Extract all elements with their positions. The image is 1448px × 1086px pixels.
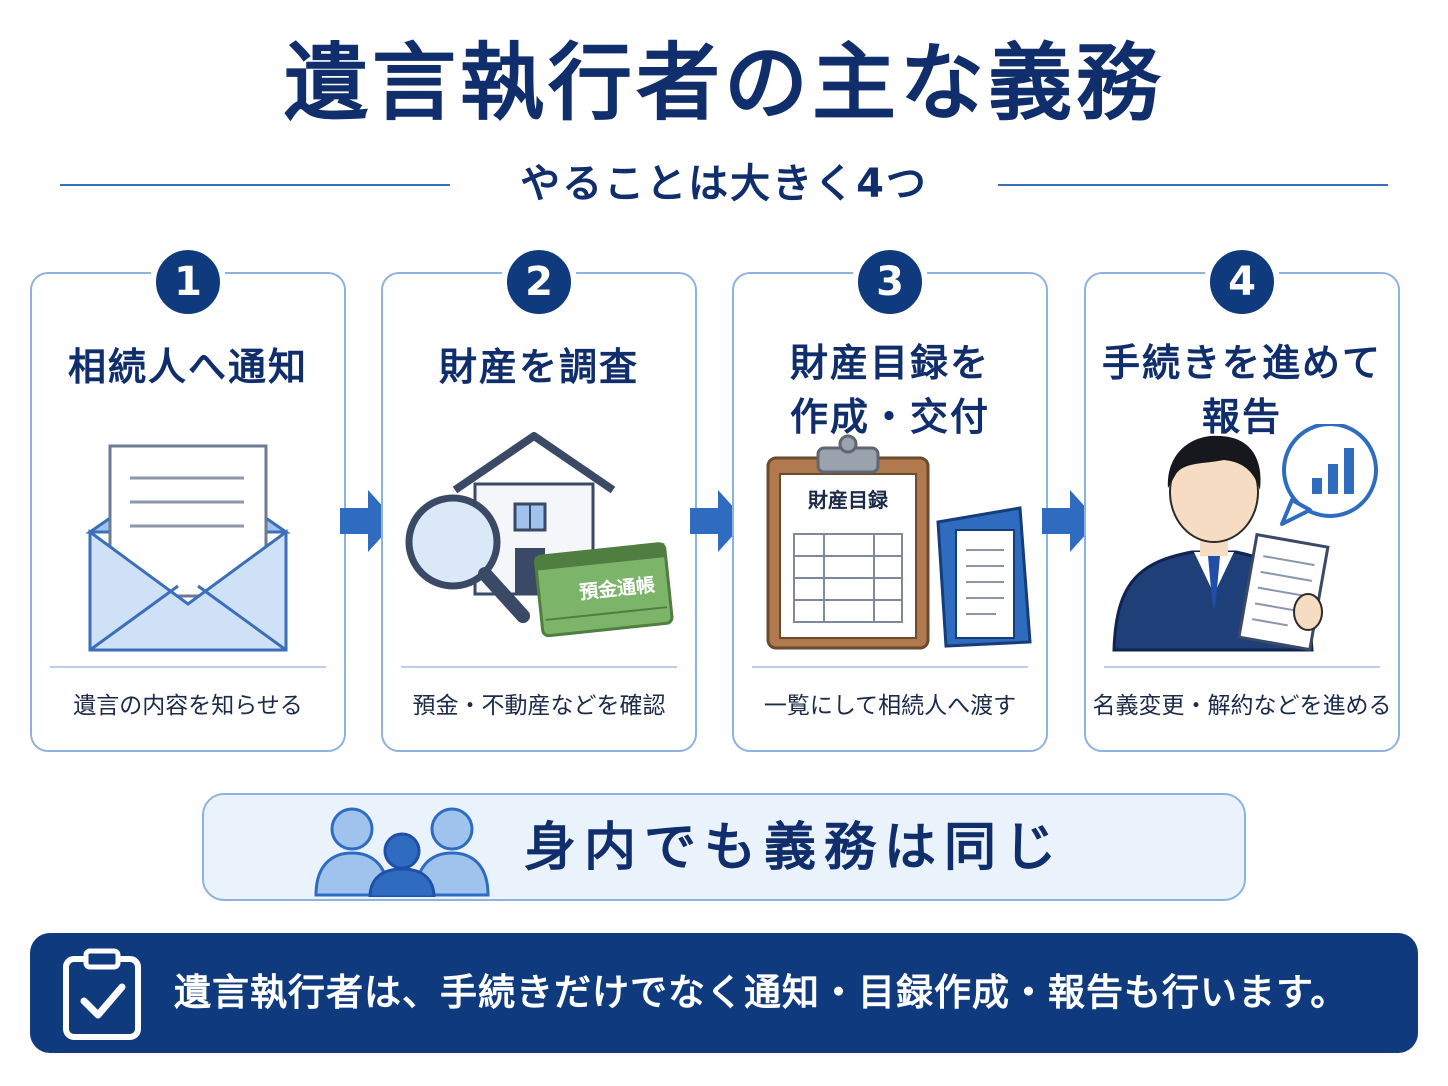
step-description: 名義変更・解約などを進める: [1092, 693, 1392, 719]
step-description: 一覧にして相続人へ渡す: [763, 693, 1017, 719]
subtitle-row: やることは大きく4つ: [60, 158, 1388, 210]
summary-bar: 遺言執行者は、手続きだけでなく通知・目録作成・報告も行います。: [30, 933, 1418, 1053]
family-people-icon: [314, 807, 490, 897]
step-description: 預金・不動産などを確認: [412, 693, 666, 719]
step-title: 相続人へ通知: [67, 345, 308, 389]
clipboard-label: 財産目録: [808, 488, 888, 512]
step-number-badge: 1: [150, 244, 226, 320]
step-title: 財産目録を 作成・交付: [789, 341, 990, 439]
card-divider: [401, 666, 677, 668]
page-title: 遺言執行者の主な義務: [283, 34, 1164, 132]
step-number-badge: 4: [1204, 244, 1280, 320]
step-card-4: 4 手続きを進めて 報告 名義変更・解約などを進める: [1084, 244, 1400, 752]
subtitle-divider-left: [60, 184, 450, 186]
businessman-report-icon: [1112, 424, 1378, 652]
family-note-box: 身内でも義務は同じ: [202, 793, 1246, 901]
envelope-letter-icon: [85, 444, 291, 652]
step-number-badge: 2: [501, 244, 577, 320]
clipboard-check-icon: [63, 948, 141, 1040]
card-divider: [50, 666, 326, 668]
step-card-3: 3 財産目録を 作成・交付 財産目録 一覧にして相続人へ渡す: [732, 244, 1048, 752]
card-divider: [752, 666, 1028, 668]
step-title: 手続きを進めて 報告: [1101, 341, 1382, 439]
house-magnifier-icon: [405, 432, 674, 638]
clipboard-inventory-icon: [766, 434, 1032, 650]
step-description: 遺言の内容を知らせる: [73, 693, 303, 719]
family-note-text: 身内でも義務は同じ: [524, 818, 1065, 878]
step-card-2: 2 財産を調査 預金通帳 預金・不動産などを確認: [381, 244, 697, 752]
card-divider: [1104, 666, 1380, 668]
summary-text: 遺言執行者は、手続きだけでなく通知・目録作成・報告も行います。: [174, 971, 1349, 1014]
step-card-1: 1 相続人へ通知 遺言の内容を知らせる: [30, 244, 346, 752]
subtitle: やることは大きく4つ: [520, 161, 928, 207]
step-number-badge: 3: [852, 244, 928, 320]
step-title: 財産を調査: [438, 345, 639, 389]
subtitle-divider-right: [998, 184, 1388, 186]
